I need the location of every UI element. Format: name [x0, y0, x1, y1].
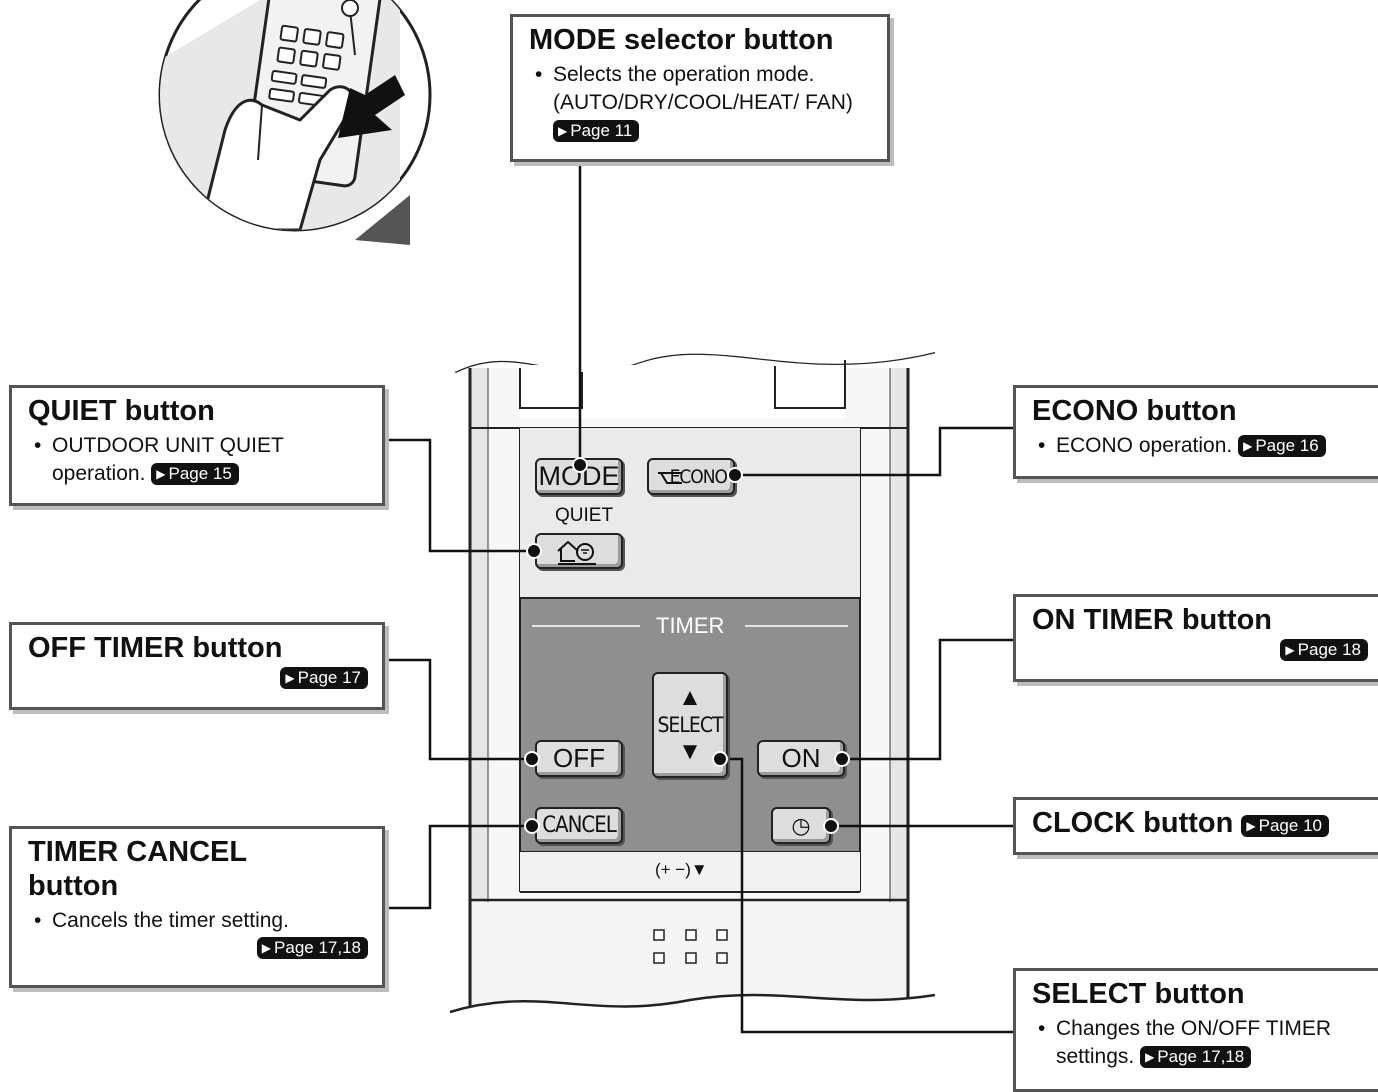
on-timer-page-text: Page 18 [1297, 640, 1361, 659]
on-timer-page-ref[interactable]: ▶Page 18 [1280, 639, 1368, 661]
econo-callout: ECONO button ECONO operation. ▶Page 16 [1013, 385, 1378, 479]
quiet-desc-text: OUTDOOR UNIT QUIET operation. [52, 434, 284, 485]
on-timer-callout: ON TIMER button ▶Page 18 [1013, 594, 1378, 682]
econo-callout-desc: ECONO operation. ▶Page 16 [1032, 432, 1368, 460]
cancel-button[interactable]: CANCEL [535, 807, 623, 844]
leader-lines [385, 160, 1015, 1034]
off-timer-callout: OFF TIMER button ▶Page 17 [9, 622, 385, 710]
on-leader-dot [834, 751, 850, 767]
off-button-label: OFF [553, 743, 605, 773]
econo-page-ref[interactable]: ▶Page 16 [1238, 435, 1326, 457]
mode-page-ref[interactable]: ▶Page 11 [553, 120, 640, 142]
econo-callout-title: ECONO button [1032, 395, 1237, 427]
quiet-callout-title: QUIET button [28, 395, 215, 427]
quiet-leader-dot [526, 543, 542, 559]
off-leader-dot [524, 751, 540, 767]
select-button-label: SELECT [657, 713, 723, 737]
inset-hand-illustration [158, 0, 432, 245]
off-timer-page-text: Page 17 [297, 668, 361, 687]
quiet-button[interactable] [535, 533, 623, 569]
cancel-leader-dot [524, 818, 540, 834]
clock-callout: CLOCK button ▶Page 10 [1013, 797, 1378, 855]
quiet-page-ref[interactable]: ▶Page 15 [151, 463, 239, 485]
clock-leader-dot [823, 818, 839, 834]
clock-page-ref[interactable]: ▶Page 10 [1241, 815, 1329, 837]
mode-callout-desc: Selects the operation mode. (AUTO/DRY/CO… [529, 61, 853, 145]
mode-leader-dot [572, 457, 588, 473]
select-callout-desc: Changes the ON/OFF TIMER settings. ▶Page… [1032, 1015, 1366, 1071]
mode-callout-title: MODE selector button [529, 24, 834, 56]
mode-desc-text: Selects the operation mode. (AUTO/DRY/CO… [553, 63, 853, 114]
econo-page-text: Page 16 [1255, 436, 1319, 455]
up-arrow-icon: ▲ [678, 684, 702, 711]
timer-cancel-page-text: Page 17,18 [274, 938, 361, 957]
clock-icon: ◷ [791, 812, 811, 838]
timer-cancel-callout: TIMER CANCEL button Cancels the timer se… [9, 826, 385, 988]
quiet-callout: QUIET button OUTDOOR UNIT QUIET operatio… [9, 385, 385, 506]
econo-icon [658, 472, 682, 484]
select-page-text: Page 17,18 [1157, 1047, 1245, 1066]
on-button-label: ON [781, 743, 821, 773]
timer-label: TIMER [656, 613, 725, 638]
select-button[interactable]: ▲ SELECT ▼ [652, 672, 728, 778]
down-arrow-icon: ▼ [678, 738, 702, 765]
select-leader-dot [712, 751, 728, 767]
clock-button[interactable]: ◷ [771, 807, 831, 844]
quiet-page-text: Page 15 [168, 464, 232, 483]
clock-callout-title: CLOCK button [1032, 807, 1234, 839]
mode-callout: MODE selector button Selects the operati… [510, 14, 890, 162]
timer-cancel-page-ref[interactable]: ▶Page 17,18 [256, 937, 368, 959]
on-button[interactable]: ON [757, 740, 845, 777]
quiet-callout-desc: OUTDOOR UNIT QUIET operation. ▶Page 15 [28, 432, 332, 488]
off-button[interactable]: OFF [535, 740, 623, 777]
select-callout-title: SELECT button [1032, 978, 1245, 1010]
quiet-house-icon [557, 540, 596, 565]
econo-desc-text: ECONO operation. [1056, 434, 1233, 457]
timer-cancel-desc-text: Cancels the timer setting. [52, 909, 289, 932]
econo-leader-dot [727, 467, 743, 483]
battery-icon: (+ −)▼ [655, 860, 708, 879]
quiet-label: QUIET [555, 505, 614, 526]
clock-page-text: Page 10 [1258, 816, 1322, 835]
select-callout: SELECT button Changes the ON/OFF TIMER s… [1013, 968, 1378, 1092]
off-timer-page-ref[interactable]: ▶Page 17 [280, 667, 368, 689]
timer-cancel-callout-title: TIMER CANCEL button [28, 836, 247, 902]
select-page-ref[interactable]: ▶Page 17,18 [1140, 1046, 1252, 1068]
select-desc-text: Changes the ON/OFF TIMER settings. [1056, 1017, 1332, 1068]
off-timer-callout-title: OFF TIMER button [28, 632, 283, 664]
mode-page-text: Page 11 [570, 121, 633, 140]
timer-cancel-callout-desc: Cancels the timer setting. [28, 907, 368, 935]
on-timer-callout-title: ON TIMER button [1032, 604, 1273, 636]
econo-button[interactable]: ECONO [647, 458, 735, 495]
cancel-button-label: CANCEL [542, 813, 617, 838]
econo-button-label: ECONO [669, 465, 728, 488]
